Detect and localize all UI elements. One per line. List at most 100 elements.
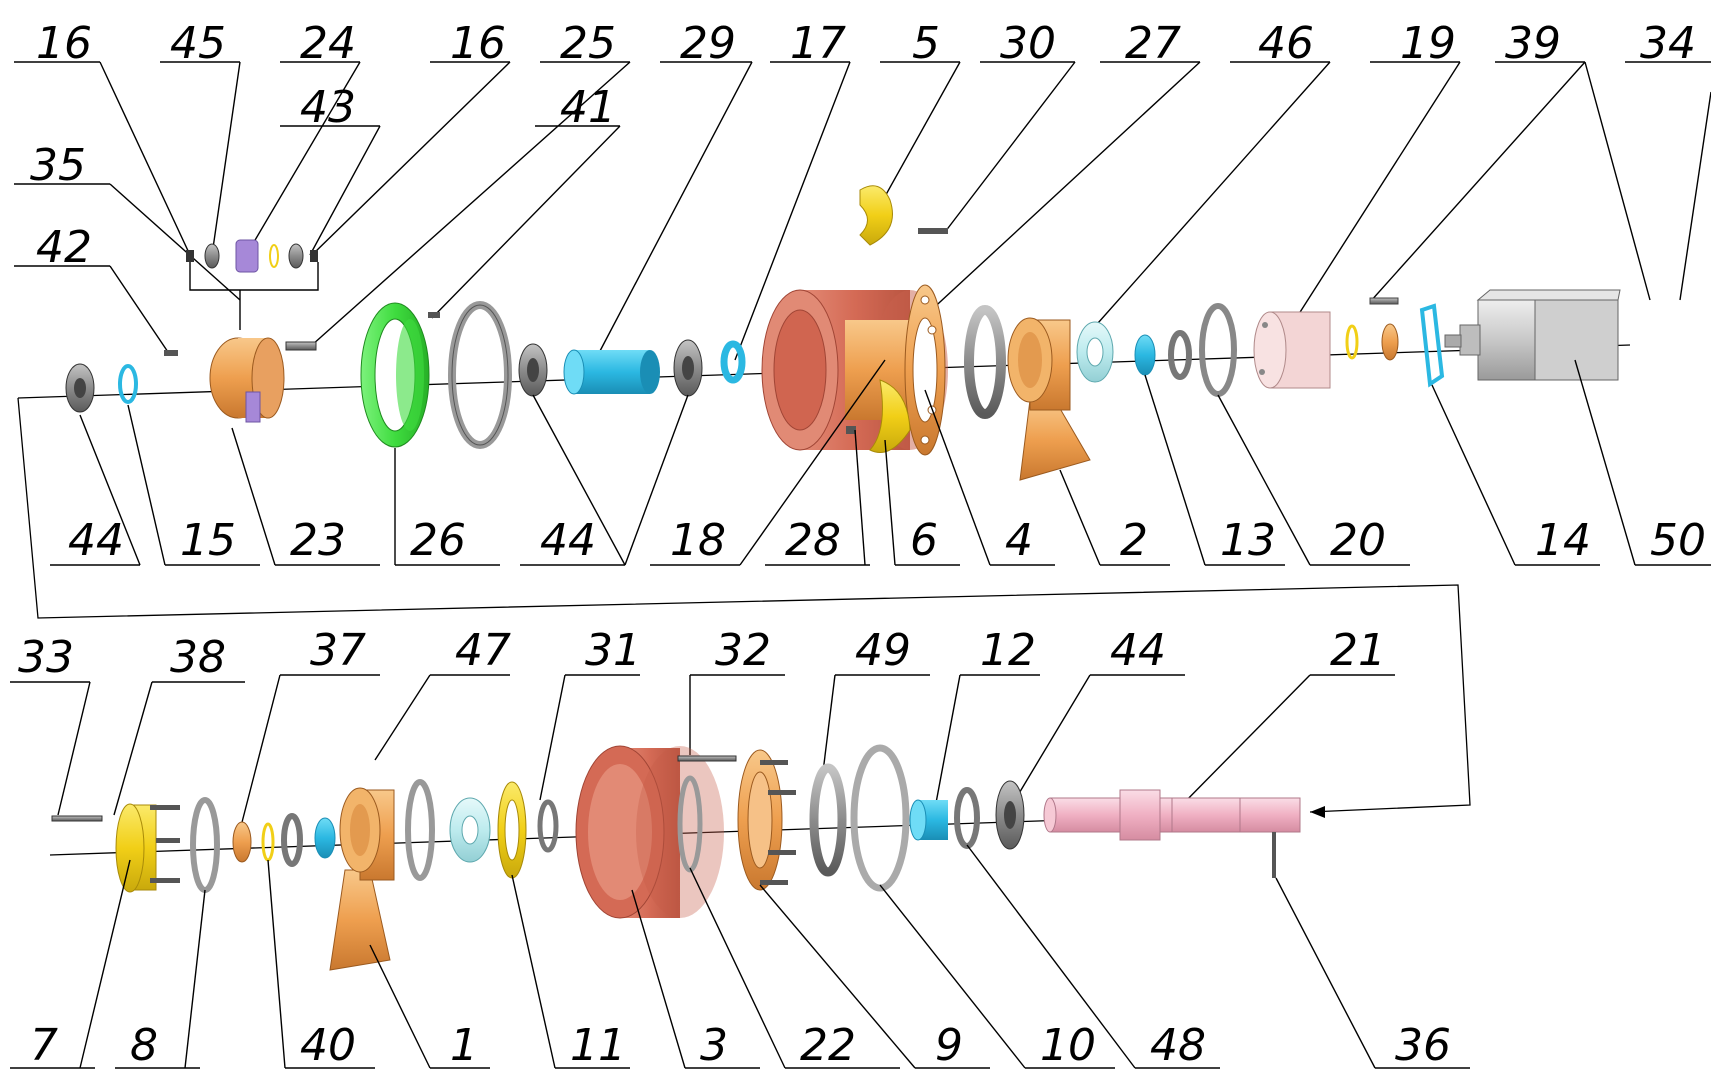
part-23-hub	[164, 337, 285, 423]
part-12-sleeve	[909, 799, 948, 841]
part-41-screw	[428, 312, 440, 318]
top-row-parts	[65, 185, 1621, 481]
part-15-ring	[118, 364, 138, 404]
part-44-bearing-mid	[518, 343, 548, 397]
part-label: 22	[800, 1020, 856, 1071]
part-11-ring	[497, 781, 527, 879]
part-label: 9	[935, 1020, 963, 1071]
part-22-ring	[677, 775, 703, 873]
part-label: 33	[18, 632, 74, 683]
part-label: 32	[715, 625, 771, 676]
part-label: 16	[450, 18, 506, 69]
part-36-key	[1272, 832, 1276, 878]
part-label: 12	[980, 625, 1036, 676]
part-label: 37	[310, 625, 366, 676]
part-label: 3	[700, 1020, 728, 1071]
part-30-bolt	[918, 228, 948, 234]
part-flange-studs	[737, 749, 796, 891]
part-gray-ring	[281, 813, 303, 867]
part-4-flange	[845, 284, 946, 456]
part-label: 38	[170, 632, 226, 683]
part-label: 50	[1650, 515, 1706, 566]
part-39-bolt	[1369, 297, 1399, 305]
part-49-ring	[809, 763, 847, 877]
part-1-pedestal	[329, 787, 395, 971]
part-label: 30	[1000, 18, 1056, 69]
part-37-bushing	[232, 821, 252, 863]
part-label: 24	[300, 18, 356, 69]
part-label: 2	[1120, 515, 1148, 566]
part-label: 48	[1150, 1020, 1206, 1071]
part-14-gasket	[1419, 303, 1445, 388]
part-17-ring	[720, 340, 746, 384]
part-pale-bearing	[449, 797, 491, 863]
part-label: 46	[1258, 18, 1314, 69]
part-9-washer	[850, 744, 910, 892]
part-label: 39	[1505, 18, 1561, 69]
part-label: 47	[455, 625, 511, 676]
part-label: 43	[300, 82, 356, 133]
part-21-shaft	[1043, 789, 1301, 841]
bottom-top-label-row: 33 38 37 47 31 32 49 12 44 21	[10, 625, 1395, 836]
part-label: 36	[1395, 1020, 1451, 1071]
part-label: 49	[855, 625, 911, 676]
part-label: 44	[1110, 625, 1166, 676]
part-44-bearing-bottom	[995, 780, 1025, 850]
part-label: 15	[180, 515, 236, 566]
part-5-bracket	[859, 185, 893, 246]
part-label: 34	[1640, 18, 1696, 69]
part-50-motor	[1444, 289, 1621, 381]
part-44-bearing-right	[673, 339, 703, 397]
part-label: 8	[130, 1020, 158, 1071]
part-label: 28	[785, 515, 841, 566]
part-label: 16	[36, 18, 92, 69]
part-29-sleeve	[563, 349, 660, 395]
part-label: 31	[585, 625, 641, 676]
connector-arrow	[1310, 806, 1325, 818]
part-label: 4	[1005, 515, 1033, 566]
part-40-ring	[261, 822, 275, 862]
part-32-bolt	[677, 755, 737, 762]
part-6-crescent	[869, 379, 911, 453]
bottom-bottom-label-row: 7 8 40 1 11 3 22 9 10 48 36	[10, 844, 1470, 1071]
part-7-flange	[115, 803, 180, 893]
part-label: 42	[36, 222, 92, 273]
part-small-orange	[1381, 323, 1399, 361]
part-label: 40	[300, 1020, 356, 1071]
part-washer-mid	[405, 779, 435, 881]
part-25-pin	[285, 341, 317, 351]
top-bottom-label-row: 44 15 23 26 44 18 28 6 4 2 13 20	[50, 359, 1711, 566]
part-label: 13	[1220, 515, 1276, 566]
part-label: 18	[670, 515, 726, 566]
part-label: 1	[450, 1020, 478, 1071]
part-44-bearing-left	[65, 363, 95, 413]
part-thin-washer	[448, 301, 512, 449]
part-label: 45	[170, 18, 226, 69]
part-48-ring	[954, 787, 980, 849]
part-28-bolt	[846, 426, 856, 434]
part-label: 6	[910, 515, 938, 566]
part-2-pedestal	[1007, 317, 1091, 481]
part-small-ring	[1168, 330, 1192, 380]
part-label: 7	[30, 1020, 58, 1071]
part-label: 14	[1535, 515, 1591, 566]
part-small-yellow-ring	[1345, 324, 1359, 360]
top-leader-lines	[99, 61, 1711, 371]
top-label-row: 16 45 24 16 25 29 17 5 30 27 46 19 39 34…	[14, 18, 1711, 273]
bottom-row-parts	[51, 744, 1301, 971]
part-3-drum	[575, 745, 724, 919]
part-19-flange	[1253, 311, 1331, 389]
part-seal-ring	[964, 305, 1006, 419]
part-label: 35	[30, 140, 86, 191]
part-label: 27	[1125, 18, 1181, 69]
part-13-ring	[1134, 334, 1156, 376]
part-8-washer	[190, 797, 220, 893]
part-label: 41	[560, 82, 616, 133]
part-24-gear-group	[186, 239, 319, 330]
part-label: 26	[410, 515, 466, 566]
part-label: 23	[290, 515, 346, 566]
part-26-green-ring	[360, 302, 430, 448]
part-label: 20	[1330, 515, 1386, 566]
part-label: 44	[68, 515, 124, 566]
